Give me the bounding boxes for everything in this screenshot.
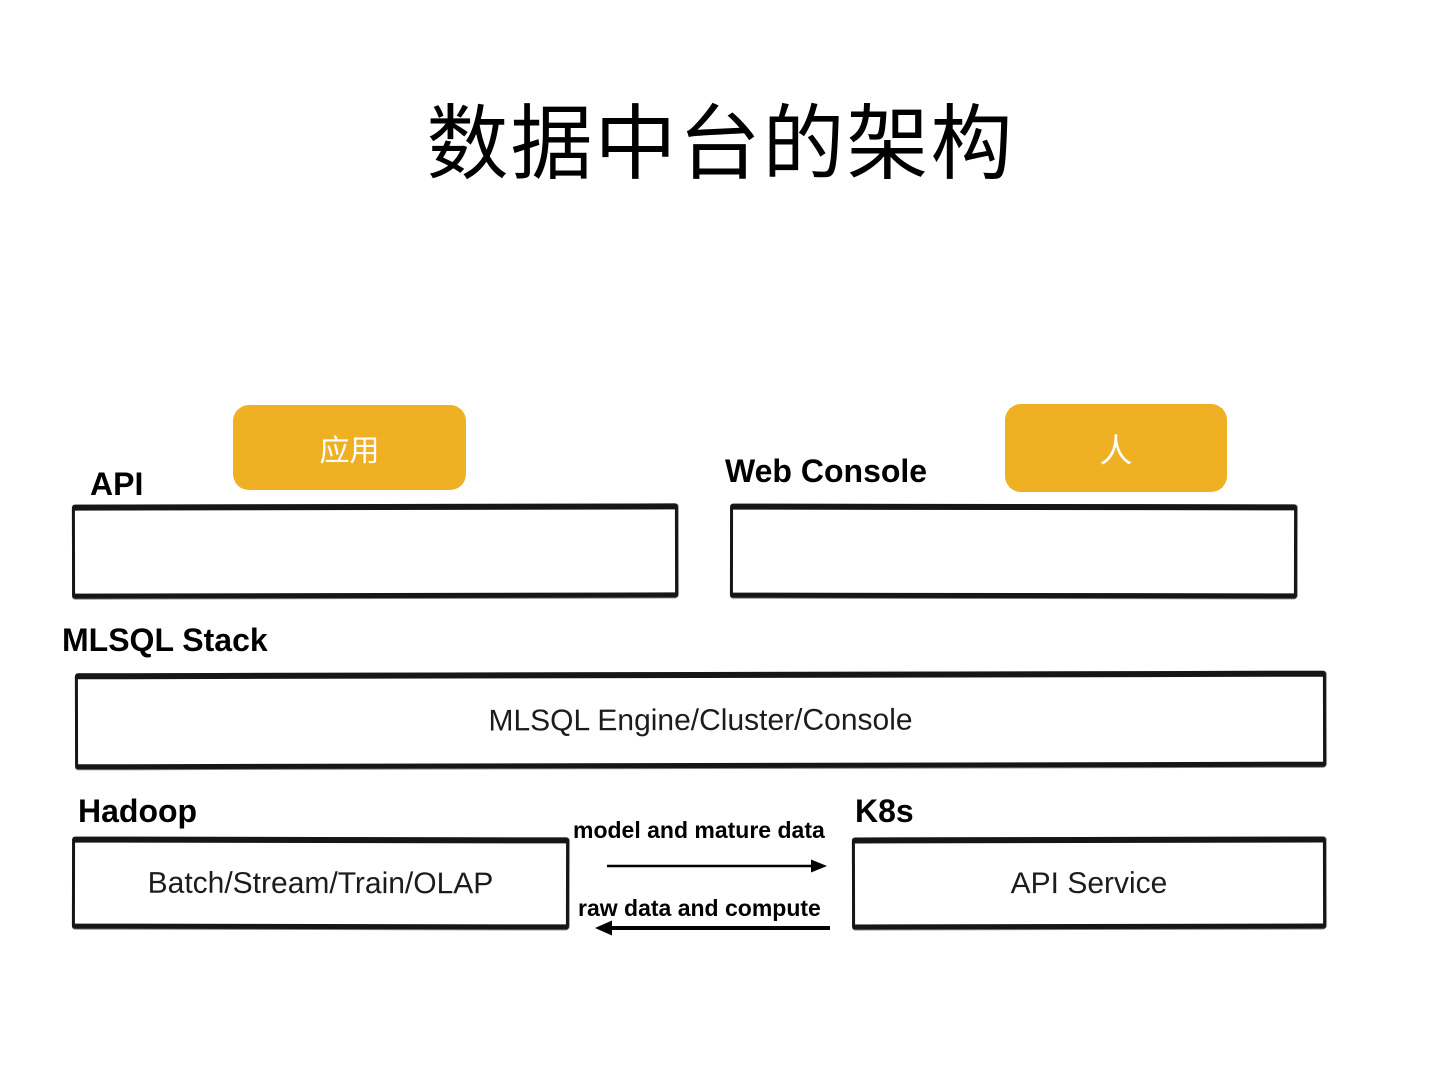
k8s-section-label: K8s [855,793,914,829]
person-pill: 人 [1005,404,1227,492]
mlsql-engine-box: MLSQL Engine/Cluster/Console [74,670,1327,770]
mlsql-stack-section-label: MLSQL Stack [62,622,268,658]
hadoop-box: Batch/Stream/Train/OLAP [71,836,570,930]
model-data-arrow-label: model and mature data [573,817,825,843]
left-arrow-icon [595,920,830,936]
web-console-section-label: Web Console [725,453,928,489]
application-pill: 应用 [233,405,466,490]
api-section-label: API [90,466,144,502]
api-box [71,503,679,599]
k8s-box: API Service [851,836,1327,930]
slide-title: 数据中台的架构 [426,97,1015,192]
web-console-box [729,503,1298,599]
data-flow-arrows [595,859,830,936]
right-arrow-icon [607,859,827,873]
raw-data-arrow-label: raw data and compute [578,895,821,921]
hadoop-section-label: Hadoop [78,793,198,829]
